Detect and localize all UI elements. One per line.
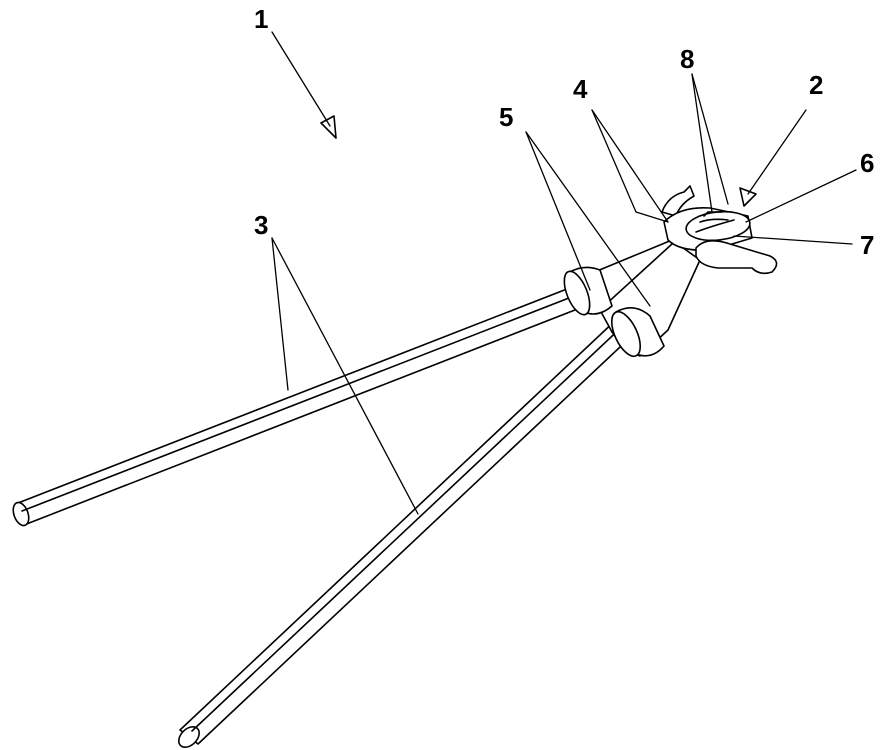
head-assembly xyxy=(661,185,778,275)
callout-6: 6 xyxy=(860,148,875,178)
callout-1: 1 xyxy=(254,4,269,34)
upper-collar xyxy=(563,266,613,316)
callout-7: 7 xyxy=(860,230,875,260)
upper-rod xyxy=(12,279,599,527)
leader-lines xyxy=(271,31,857,515)
callout-8: 8 xyxy=(680,44,695,74)
callout-2: 2 xyxy=(809,70,824,100)
callout-3: 3 xyxy=(254,210,269,240)
callout-4: 4 xyxy=(573,74,588,104)
lower-collar xyxy=(610,307,665,358)
callout-5: 5 xyxy=(499,102,514,132)
lower-rod xyxy=(178,317,637,748)
